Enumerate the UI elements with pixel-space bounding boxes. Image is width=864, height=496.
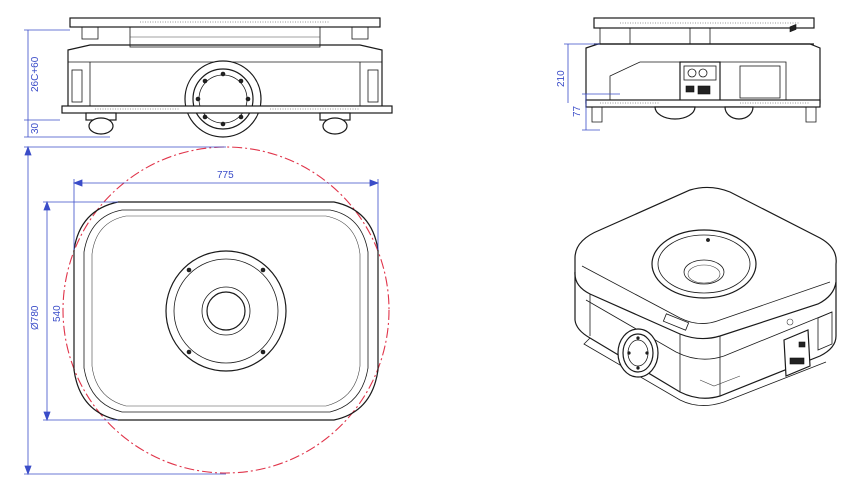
caster-wheel-icon — [85, 112, 117, 135]
height-dimension-label: 26C+60 — [30, 56, 41, 92]
drive-wheel-icon — [617, 328, 659, 378]
side-view: 210 77 — [556, 17, 821, 131]
turning-circle — [62, 146, 390, 474]
side-lower-dimension-label: 77 — [572, 105, 583, 117]
drive-wheel-icon — [184, 60, 262, 138]
depth-dimension-label: 540 — [52, 305, 63, 322]
width-dimension-label: 775 — [217, 170, 234, 181]
isometric-view — [574, 23, 837, 406]
control-panel-icon — [679, 61, 721, 103]
side-height-dimension-label: 210 — [556, 70, 567, 87]
control-panel-icon — [783, 23, 811, 377]
caster-wheel-icon — [319, 112, 351, 135]
clearance-dimension-label: 30 — [30, 122, 41, 134]
front-view: 26C+60 30 — [24, 17, 393, 138]
top-view: 775 540 Ø780 — [24, 145, 390, 476]
diameter-dimension-label: Ø780 — [30, 305, 41, 330]
